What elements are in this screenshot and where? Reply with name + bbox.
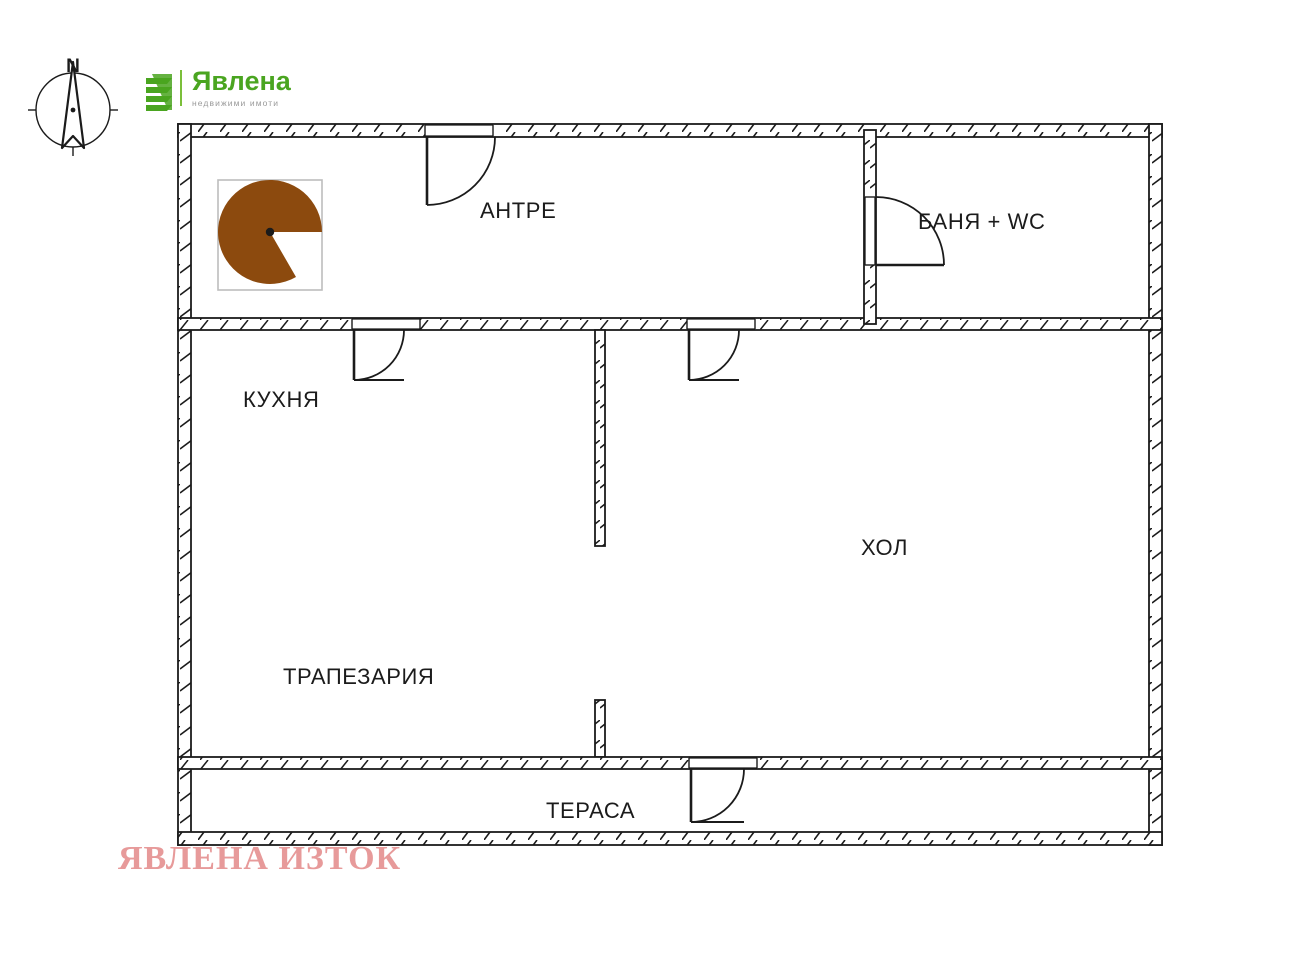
wall-partition-center-upper [594, 329, 606, 547]
wall-partition-center-lower-stub [594, 699, 606, 758]
brown-pie-marker [217, 179, 323, 291]
wall-exterior-bottom [177, 831, 1163, 846]
north-arrow-icon: N [28, 56, 118, 156]
wall-exterior-right [1148, 123, 1163, 846]
watermark: ЯВЛЕНА ИЗТОК [118, 840, 402, 877]
room-label-antre: АНТРЕ [480, 198, 557, 223]
wall-exterior-top [177, 123, 1163, 138]
room-label-terasa: ТЕРАСА [546, 798, 636, 823]
svg-text:N: N [66, 56, 80, 77]
wall-exterior-left [177, 123, 192, 846]
door-hall[interactable] [687, 329, 740, 381]
door-kitchen[interactable] [352, 329, 405, 381]
brand-block: Явлена недвижими имоти [140, 68, 291, 108]
room-label-kuhnya: КУХНЯ [243, 387, 320, 412]
wall-interior-horizontal-upper [177, 317, 1163, 331]
brand-logo-icon [146, 74, 172, 111]
room-label-trapezaria: ТРАПЕЗАРИЯ [283, 664, 435, 689]
door-antre-top[interactable] [425, 136, 496, 206]
brand-text: Явлена недвижими имоти [192, 68, 291, 108]
door-bath[interactable] [875, 196, 945, 267]
brand-name: Явлена [192, 66, 291, 96]
wall-interior-bathroom [863, 129, 877, 325]
wall-interior-terrace [177, 756, 1163, 770]
brand-subtitle: недвижими имоти [192, 98, 280, 108]
brand-divider [180, 69, 182, 106]
room-label-banya-wc: БАНЯ + WC [918, 209, 1046, 234]
brand-mark-spacer [140, 69, 170, 107]
room-label-hol: ХОЛ [861, 535, 909, 560]
door-terrace[interactable] [689, 768, 745, 823]
